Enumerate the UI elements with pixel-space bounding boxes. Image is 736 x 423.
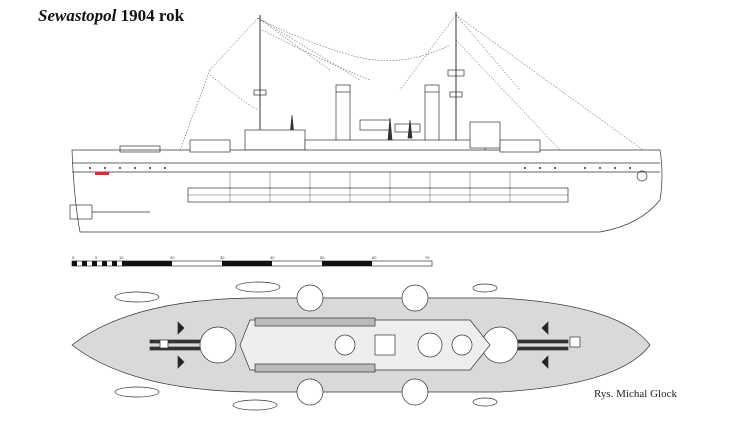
drawing-title: Sewastopol 1904 rok — [38, 6, 184, 26]
scale-label: 60 — [372, 255, 377, 260]
scale-label: 50 — [320, 255, 325, 260]
secondary-turret — [401, 284, 429, 312]
scale-label: 20 — [170, 255, 175, 260]
fore-turret-side — [189, 139, 231, 153]
anchor-icon — [636, 170, 648, 182]
fore-main-turret — [199, 326, 237, 364]
boats — [114, 281, 498, 411]
funnel-top-fore — [334, 334, 356, 356]
scale-label: 70 — [425, 255, 430, 260]
aft-turret-side — [499, 139, 541, 153]
funnel-aft — [424, 84, 440, 146]
fore-superstructure — [244, 129, 306, 151]
rigging-lines — [179, 14, 651, 156]
ship-name: Sewastopol — [38, 6, 117, 25]
side-profile — [69, 12, 663, 233]
scale-bar: 0 5 10 20 30 40 50 60 70 — [71, 255, 433, 267]
fore-mast-fighting-top — [253, 89, 267, 96]
scale-label: 0 — [72, 255, 75, 260]
secondary-turret — [296, 378, 324, 406]
aft-superstructure — [469, 121, 501, 149]
scale-label: 5 — [95, 255, 98, 260]
funnel-fore — [335, 84, 351, 146]
scale-label: 40 — [270, 255, 275, 260]
secondary-turret — [296, 284, 324, 312]
drawing-credit: Rys. Michal Glock — [594, 388, 677, 400]
main-mast-fighting-top — [447, 69, 465, 77]
scale-label: 30 — [220, 255, 225, 260]
superstructure-plan — [239, 319, 491, 371]
scale-label: 10 — [119, 255, 124, 260]
funnel-top-aft — [417, 332, 443, 358]
plan-view — [71, 281, 651, 411]
hull-outline — [71, 149, 663, 233]
drawing-year: 1904 rok — [120, 6, 185, 25]
portholes — [89, 167, 631, 169]
secondary-turret — [401, 378, 429, 406]
